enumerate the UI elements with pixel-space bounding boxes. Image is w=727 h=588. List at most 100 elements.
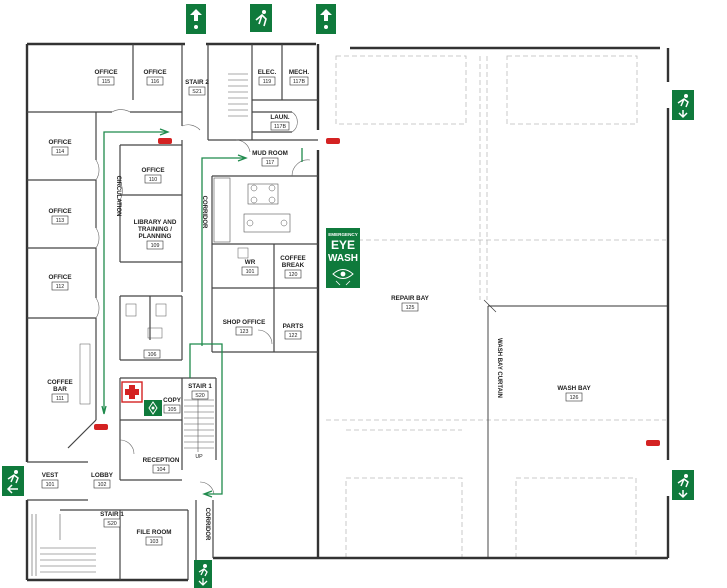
- room-stair-2: STAIR 2 S21: [185, 79, 209, 96]
- svg-text:WR: WR: [245, 259, 256, 266]
- room-vest: VEST 101: [41, 472, 59, 489]
- room-stair-1-lower: STAIR 1 S20: [100, 511, 124, 528]
- svg-text:MECH.: MECH.: [289, 69, 310, 76]
- room-office-115: OFFICE 115: [94, 69, 118, 86]
- exit-running-man-icon: [2, 4, 694, 588]
- svg-text:REPAIR BAY: REPAIR BAY: [391, 295, 430, 302]
- svg-text:BREAK: BREAK: [282, 262, 305, 269]
- room-office-116: OFFICE 116: [143, 69, 167, 86]
- svg-text:VEST: VEST: [42, 472, 59, 479]
- svg-text:S20: S20: [107, 521, 116, 527]
- eye-wash-line3: WASH: [328, 253, 358, 264]
- svg-text:123: 123: [240, 329, 249, 335]
- room-office-112: OFFICE 112: [48, 274, 72, 291]
- svg-text:114: 114: [56, 149, 64, 155]
- svg-text:S20: S20: [195, 393, 204, 399]
- room-file-room: FILE ROOM 103: [137, 529, 171, 546]
- room-library: LIBRARY AND TRAINING / PLANNING 109: [134, 219, 177, 250]
- svg-text:125: 125: [406, 305, 415, 311]
- svg-text:SHOP OFFICE: SHOP OFFICE: [223, 319, 266, 326]
- first-aid-cross-icon: [121, 381, 143, 403]
- svg-text:117: 117: [266, 160, 274, 166]
- room-shop-office: SHOP OFFICE 123: [223, 319, 266, 336]
- room-elec: ELEC. 119: [258, 69, 277, 86]
- svg-text:112: 112: [56, 284, 64, 290]
- svg-text:101: 101: [46, 482, 55, 488]
- room-lobby: LOBBY 102: [91, 472, 114, 489]
- svg-text:OFFICE: OFFICE: [48, 139, 71, 146]
- eye-wash-sign: EMERGENCY EYE WASH: [326, 228, 360, 288]
- svg-text:PLANNING: PLANNING: [139, 233, 172, 240]
- room-wash-bay: WASH BAY 126: [557, 385, 591, 402]
- svg-text:OFFICE: OFFICE: [94, 69, 117, 76]
- svg-text:110: 110: [149, 177, 157, 183]
- svg-text:PARTS: PARTS: [283, 323, 304, 330]
- svg-text:120: 120: [289, 272, 298, 278]
- wash-bay-curtain: [483, 299, 668, 558]
- svg-text:S21: S21: [192, 89, 201, 95]
- eye-wash-line2: EYE: [331, 238, 355, 252]
- svg-text:119: 119: [263, 79, 271, 85]
- room-coffee-break: COFFEE BREAK 120: [280, 255, 306, 279]
- svg-text:STAIR 2: STAIR 2: [185, 79, 209, 86]
- svg-text:OFFICE: OFFICE: [48, 208, 71, 215]
- svg-text:117B: 117B: [293, 79, 305, 85]
- svg-text:MUD ROOM: MUD ROOM: [252, 150, 288, 157]
- vertical-labels: CIRCULATION CORRIDOR CORRIDOR WASH BAY C…: [115, 176, 502, 541]
- svg-text:111: 111: [56, 396, 64, 402]
- door-swings: [95, 109, 311, 495]
- room-office-114: OFFICE 114: [48, 139, 72, 156]
- room-copy: COPY 105: [163, 397, 182, 414]
- svg-text:COPY: COPY: [163, 397, 182, 404]
- stair-up-note: UP: [195, 454, 203, 460]
- eye-wash-line1: EMERGENCY: [328, 232, 358, 237]
- room-repair-bay: REPAIR BAY 125: [391, 295, 430, 312]
- room-wr: WR 101: [241, 259, 259, 276]
- fire-extinguisher-icon: [94, 138, 660, 446]
- svg-text:BAR: BAR: [53, 386, 67, 393]
- circulation-label: CIRCULATION: [115, 176, 121, 217]
- svg-text:109: 109: [151, 243, 160, 249]
- svg-text:122: 122: [289, 333, 298, 339]
- svg-text:STAIR 1: STAIR 1: [100, 511, 124, 518]
- svg-text:OFFICE: OFFICE: [141, 167, 164, 174]
- room-reception: RECEPTION 104: [143, 457, 180, 474]
- svg-text:COFFEE: COFFEE: [47, 379, 73, 386]
- svg-text:LIBRARY AND: LIBRARY AND: [134, 219, 177, 226]
- svg-text:RECEPTION: RECEPTION: [143, 457, 180, 464]
- svg-text:COFFEE: COFFEE: [280, 255, 306, 262]
- svg-text:113: 113: [56, 218, 64, 224]
- svg-text:115: 115: [102, 79, 110, 85]
- svg-text:LAUN.: LAUN.: [270, 114, 289, 121]
- room-office-110: OFFICE 110: [141, 167, 165, 184]
- eye-wash-icon: [332, 269, 354, 286]
- room-wc-106: 106: [143, 349, 161, 359]
- svg-text:STAIR 1: STAIR 1: [188, 383, 212, 390]
- room-laun: LAUN. 117B: [270, 114, 290, 131]
- svg-text:WASH BAY: WASH BAY: [557, 385, 591, 392]
- svg-text:LOBBY: LOBBY: [91, 472, 114, 479]
- svg-text:116: 116: [151, 79, 159, 85]
- svg-text:104: 104: [157, 467, 166, 473]
- room-coffee-bar: COFFEE BAR 111: [47, 379, 73, 403]
- svg-text:117B: 117B: [274, 124, 286, 130]
- svg-text:101: 101: [246, 269, 255, 275]
- wash-bay-curtain-label: WASH BAY CURTAIN: [496, 338, 502, 398]
- corridor-lower-label: CORRIDOR: [204, 508, 210, 541]
- room-labels: OFFICE 115 OFFICE 116 STAIR 2 S21 ELEC. …: [41, 69, 591, 546]
- exterior-walls: [25, 42, 670, 582]
- stair-treads: [31, 73, 248, 576]
- svg-text:106: 106: [148, 352, 157, 358]
- svg-text:126: 126: [570, 395, 579, 401]
- svg-text:ELEC.: ELEC.: [258, 69, 277, 76]
- svg-text:102: 102: [98, 482, 107, 488]
- svg-text:OFFICE: OFFICE: [48, 274, 71, 281]
- room-office-113: OFFICE 113: [48, 208, 72, 225]
- room-mech: MECH. 117B: [289, 69, 310, 86]
- svg-text:103: 103: [150, 539, 159, 545]
- exit-routes: [101, 128, 303, 498]
- svg-text:TRAINING /: TRAINING /: [138, 226, 172, 233]
- room-parts: PARTS 122: [283, 323, 304, 340]
- bay-grid: [326, 55, 666, 559]
